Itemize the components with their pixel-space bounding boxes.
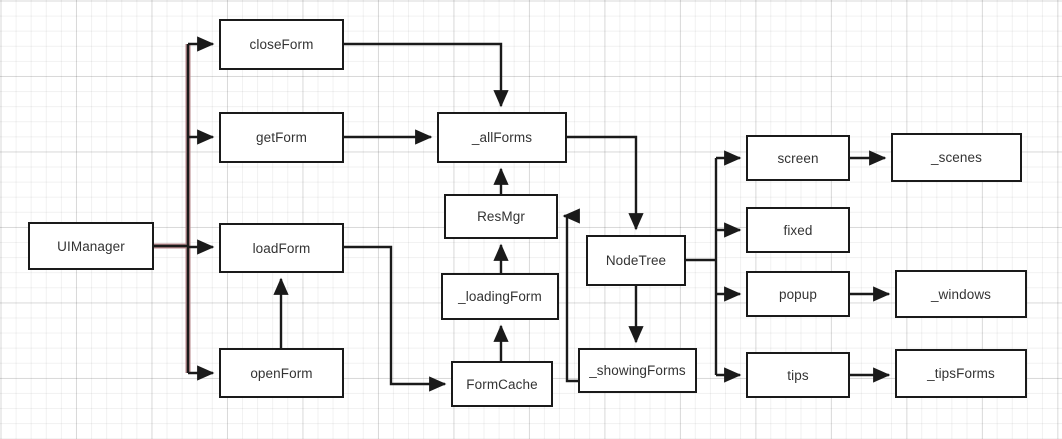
edge-showingforms-resmgr [562,208,580,383]
node-openform[interactable]: openForm [219,348,344,398]
node-loadingform[interactable]: _loadingForm [441,273,559,320]
node-showingforms[interactable]: _showingForms [578,348,697,393]
node-nodetree[interactable]: NodeTree [586,235,686,286]
node-closeform[interactable]: closeForm [219,19,344,70]
edge-uimanager-trunk [154,44,191,373]
node-screen[interactable]: screen [746,135,850,181]
node-tipsforms[interactable]: _tipsForms [895,349,1027,398]
node-uimanager[interactable]: UIManager [28,222,154,270]
edge-loadform-formcache [344,245,447,392]
node-tips[interactable]: tips [746,352,850,398]
edge-allforms-nodetree [567,135,644,231]
node-allforms[interactable]: _allForms [437,112,567,163]
edge-closeform-allforms [344,42,509,108]
node-windows[interactable]: _windows [895,270,1027,318]
node-loadform[interactable]: loadForm [219,223,344,273]
node-getform[interactable]: getForm [219,112,344,163]
node-resmgr[interactable]: ResMgr [444,194,558,239]
node-formcache[interactable]: FormCache [451,361,553,407]
node-popup[interactable]: popup [746,271,850,317]
node-fixed[interactable]: fixed [746,207,850,253]
node-scenes[interactable]: _scenes [891,133,1022,182]
